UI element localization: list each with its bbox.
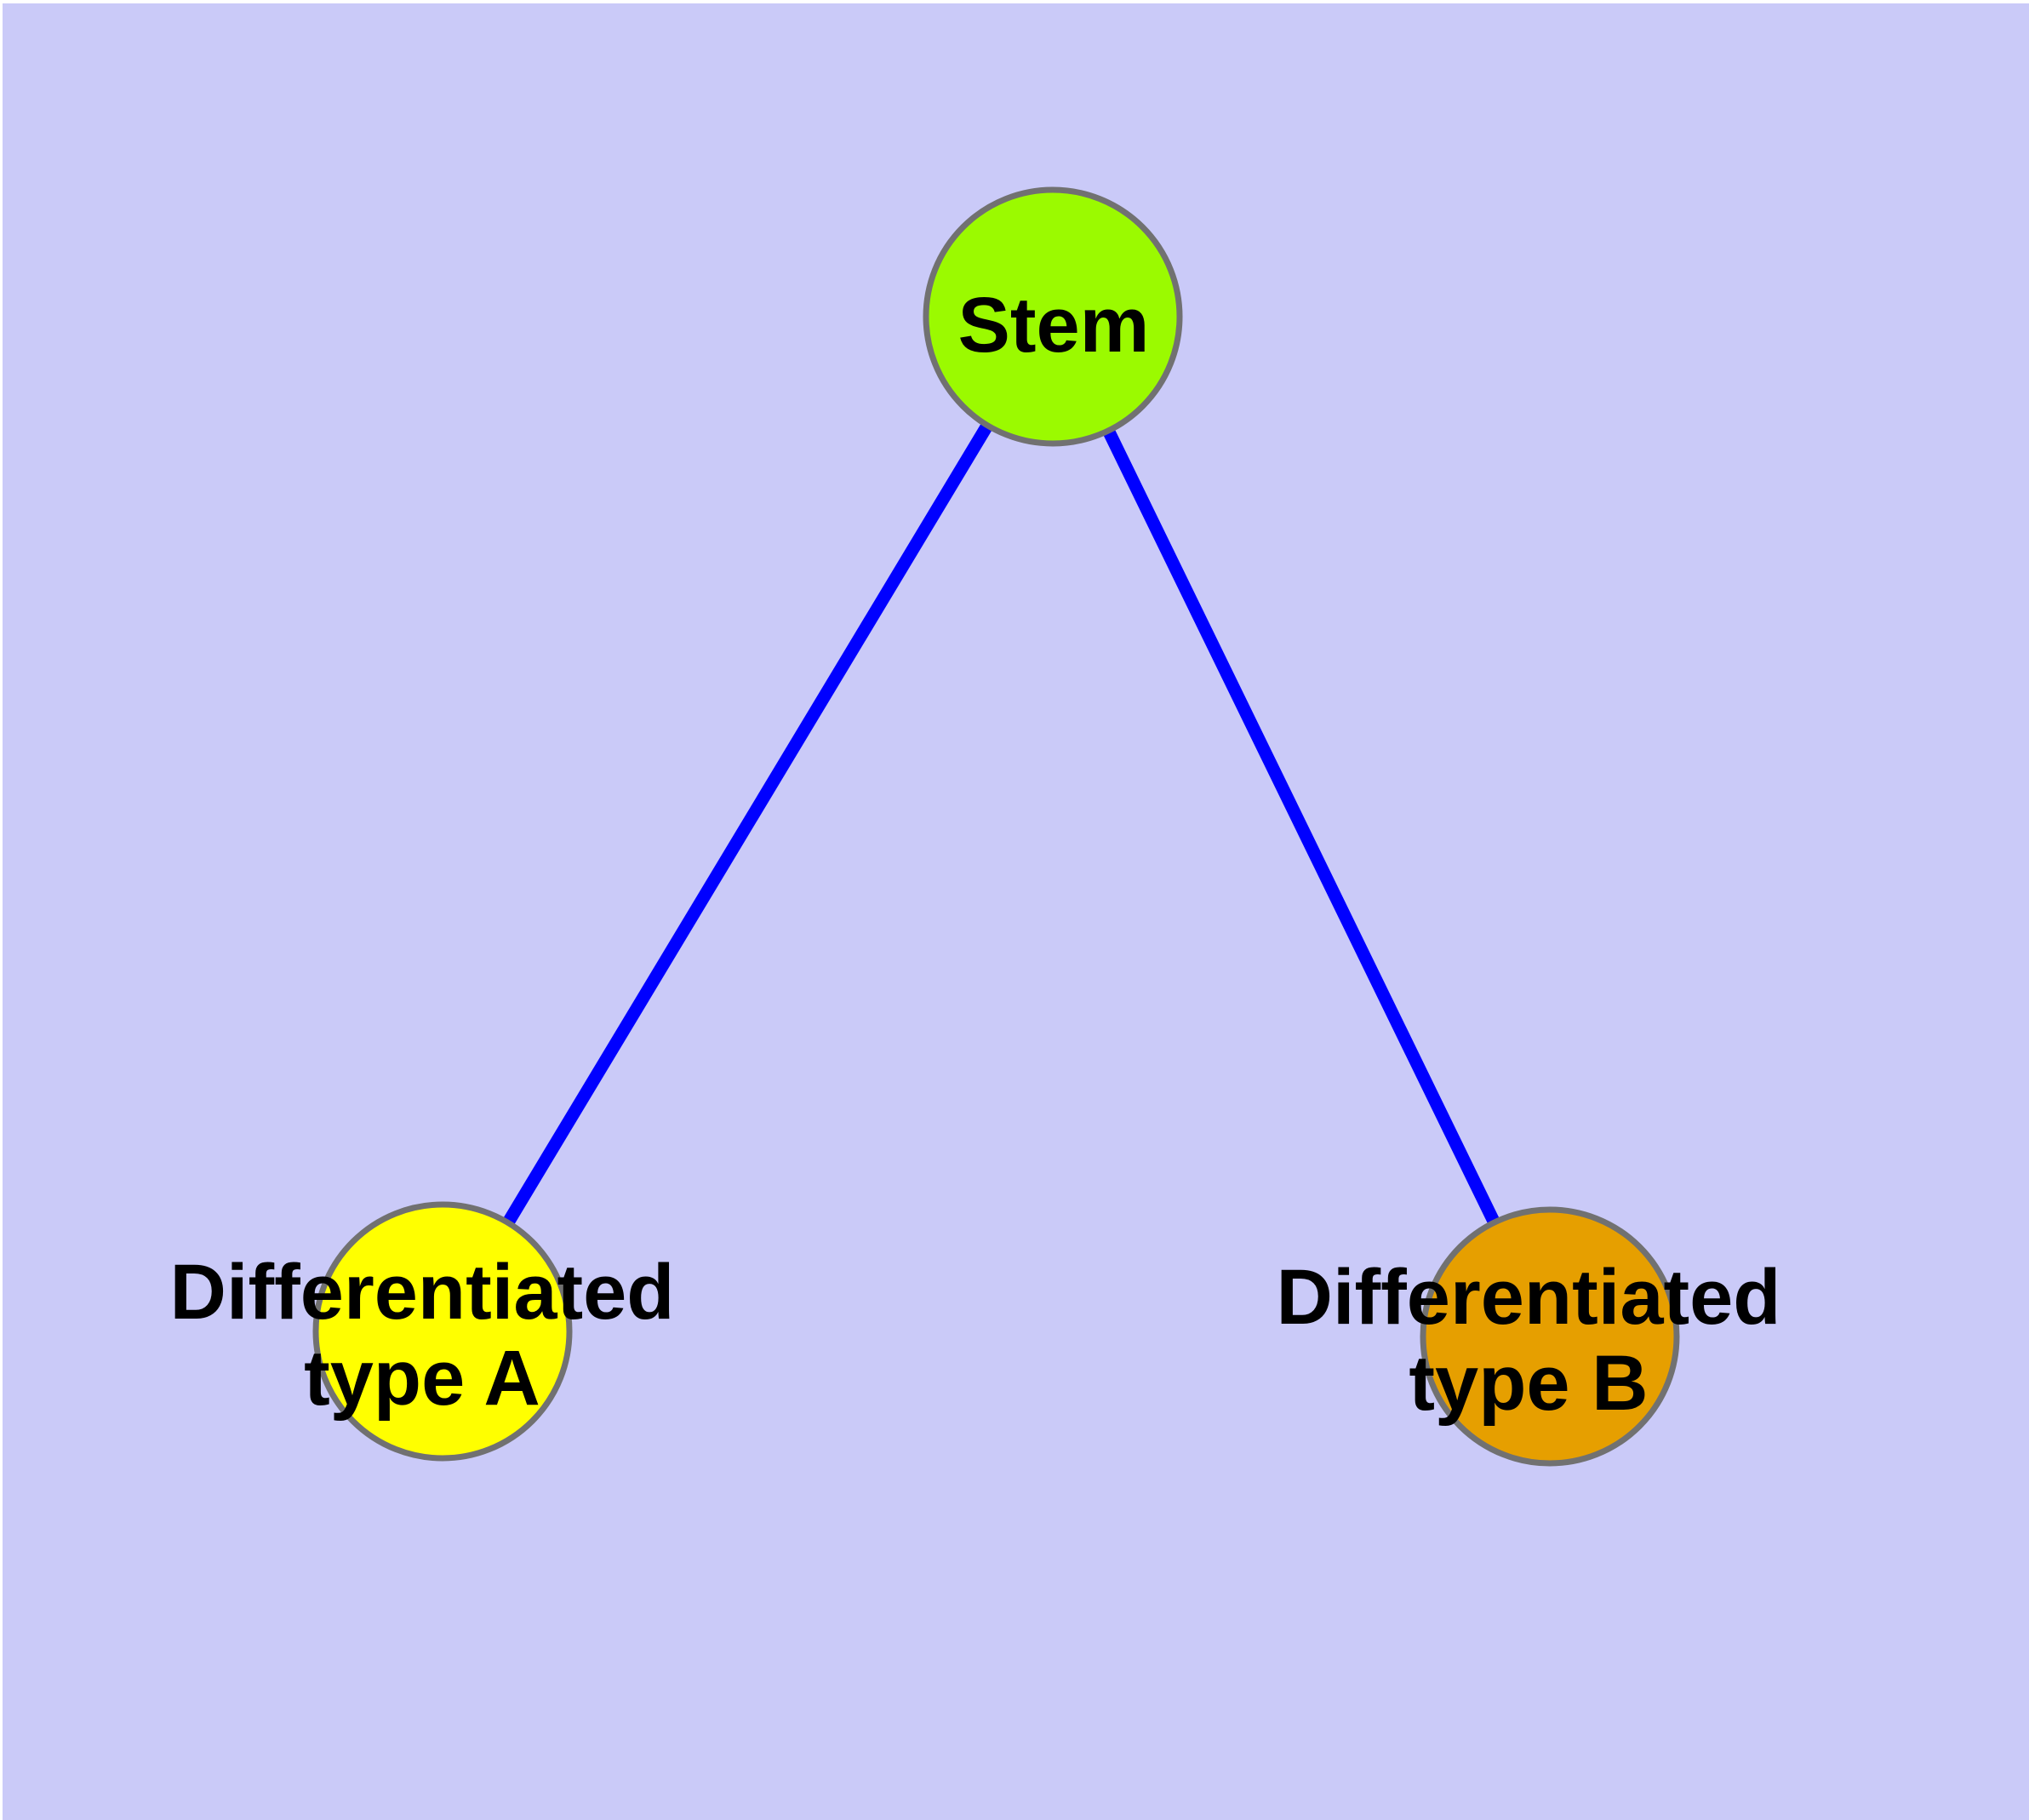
edge-stem-to-type-b xyxy=(1103,430,1500,1223)
node-stem xyxy=(923,186,1183,447)
node-differentiated-type-b xyxy=(1420,1206,1680,1467)
edge-stem-to-type-a xyxy=(503,424,992,1224)
node-stem-label: Stem xyxy=(958,282,1150,369)
node-type-a-label-line1: Differentiated xyxy=(170,1249,675,1336)
node-differentiated-type-a xyxy=(312,1201,573,1462)
node-type-b-label-line2: type B xyxy=(1409,1340,1648,1427)
node-type-a-label-line2: type A xyxy=(304,1335,540,1422)
node-type-b-label-line1: Differentiated xyxy=(1277,1254,1781,1341)
